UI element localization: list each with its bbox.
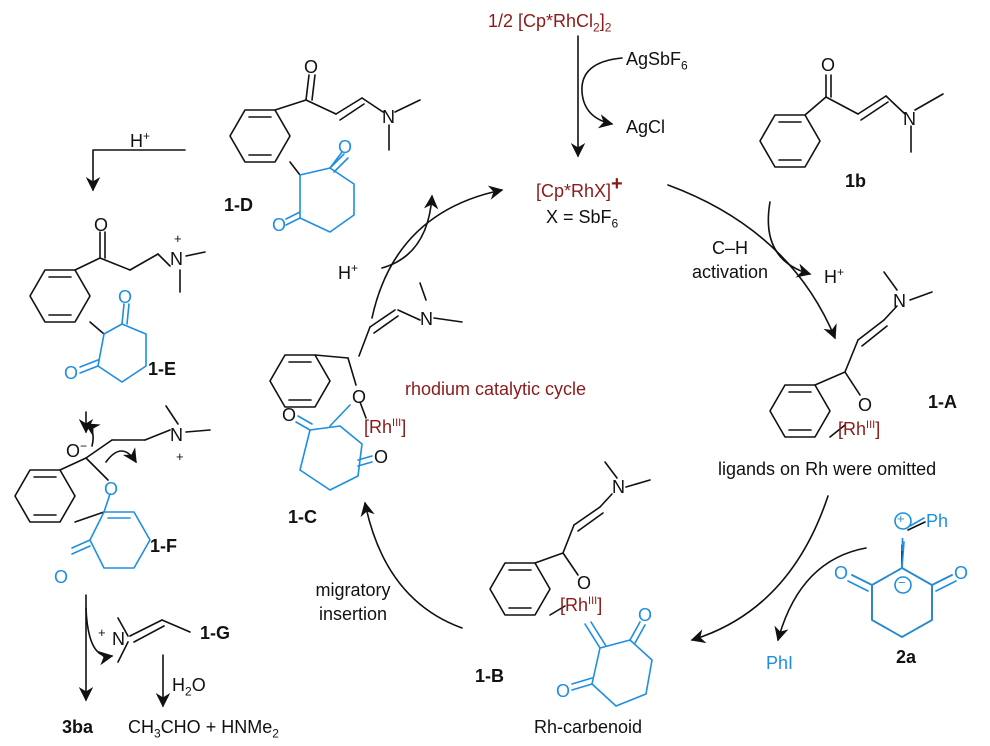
ligands-note: ligands on Rh were omitted (718, 459, 937, 479)
label-2a: 2a (896, 647, 917, 667)
charge-C-2a: − (898, 575, 906, 590)
label-1E: 1-E (148, 359, 177, 379)
atom-O-1B: O (577, 573, 592, 593)
rh-1A: [RhIII] (838, 419, 881, 439)
agsbf6-curve-arrow (581, 57, 623, 129)
final-products: CH3CHO + HNMe2 (128, 717, 279, 741)
label-1D: 1-D (224, 195, 254, 215)
label-1G: 1-G (200, 623, 231, 643)
arrow-to-1B (690, 495, 829, 644)
atom-O-1A: O (858, 395, 873, 415)
diketone-ring-1D (299, 167, 355, 233)
atom-N-1A: N (893, 291, 906, 311)
counterion: X = SbF6 (546, 207, 619, 231)
label-1F: 1-F (150, 536, 177, 556)
atom-O-1C: O (352, 387, 367, 407)
silver-additive: AgSbF6 (626, 49, 688, 73)
proton-left: H+ (130, 129, 151, 151)
carbenoid-note: Rh-carbenoid (534, 717, 643, 737)
atom-O-1C-b: O (374, 447, 389, 467)
atom-O-1D-a: O (338, 137, 353, 157)
atom-O-1F-keto: O (54, 567, 69, 587)
arrow-to-catalyst (371, 185, 504, 319)
hydrolysis-label: H2O (172, 675, 206, 699)
rh-1C: [RhIII] (364, 417, 407, 437)
atom-N-1b: N (903, 109, 916, 129)
label-1C: 1-C (288, 507, 318, 527)
diketone-ring-1B (591, 639, 653, 707)
active-catalyst: [Cp*RhX]+ (536, 173, 623, 201)
atom-O-2a-a: O (834, 563, 849, 583)
diketone-ring-1E (97, 323, 147, 383)
atom-O-1D-b: O (272, 215, 287, 235)
atom-O-2a-b: O (954, 563, 969, 583)
diketone-ring-1F (89, 511, 151, 569)
atom-N-1G: N (112, 629, 125, 649)
diketone-ring-1C (299, 425, 363, 491)
rh-1B: [RhIII] (560, 595, 603, 615)
catalyst-precursor: 1/2 [Cp*RhCl2]2 (488, 11, 612, 35)
arrow-to-1C (360, 501, 463, 629)
atom-O-1E-a: O (118, 287, 133, 307)
atom-O-1C-a: O (282, 405, 297, 425)
atom-Ominus-1F: O− (66, 439, 88, 461)
charge-I-2a: + (897, 511, 905, 526)
phi-byproduct: PhI (766, 653, 794, 673)
arrow-to-1A (667, 184, 837, 340)
atom-O-1b: O (821, 55, 836, 75)
atom-O-1D: O (304, 57, 319, 77)
proton-uptake: H+ (338, 261, 359, 283)
atom-I-2a: I (900, 535, 906, 555)
proton-release: H+ (824, 265, 845, 287)
atom-O-1F-ring: O (104, 479, 119, 499)
atom-N-1D: N (382, 107, 395, 127)
proton-uptake-arrow (381, 194, 439, 269)
label-1A: 1-A (928, 392, 958, 412)
proton-left-arrow (85, 149, 186, 192)
atom-O-1B-b: O (556, 681, 571, 701)
phi-release-arrow (774, 547, 867, 642)
atom-N-1E: N (170, 249, 183, 269)
label-1b: 1b (845, 171, 867, 191)
label-1B: 1-B (475, 666, 505, 686)
proton-release-arrow (767, 201, 812, 278)
iminium-release-arrow (85, 607, 114, 666)
atom-N-1F: N (170, 425, 183, 445)
atom-O-1B-a: O (638, 605, 653, 625)
cycle-title: rhodium catalytic cycle (405, 379, 587, 399)
label-3ba: 3ba (62, 717, 94, 737)
agcl-byproduct: AgCl (626, 117, 666, 137)
phenyl-2a: Ph (926, 511, 949, 531)
atom-N-1C: N (420, 309, 433, 329)
charge-N-1G: + (98, 625, 106, 640)
atom-O-1E-b: O (64, 363, 79, 383)
atom-N-1B: N (612, 477, 625, 497)
charge-N-1E: + (174, 231, 182, 246)
atom-O-1E: O (94, 215, 109, 235)
charge-N-1F: + (176, 449, 184, 464)
